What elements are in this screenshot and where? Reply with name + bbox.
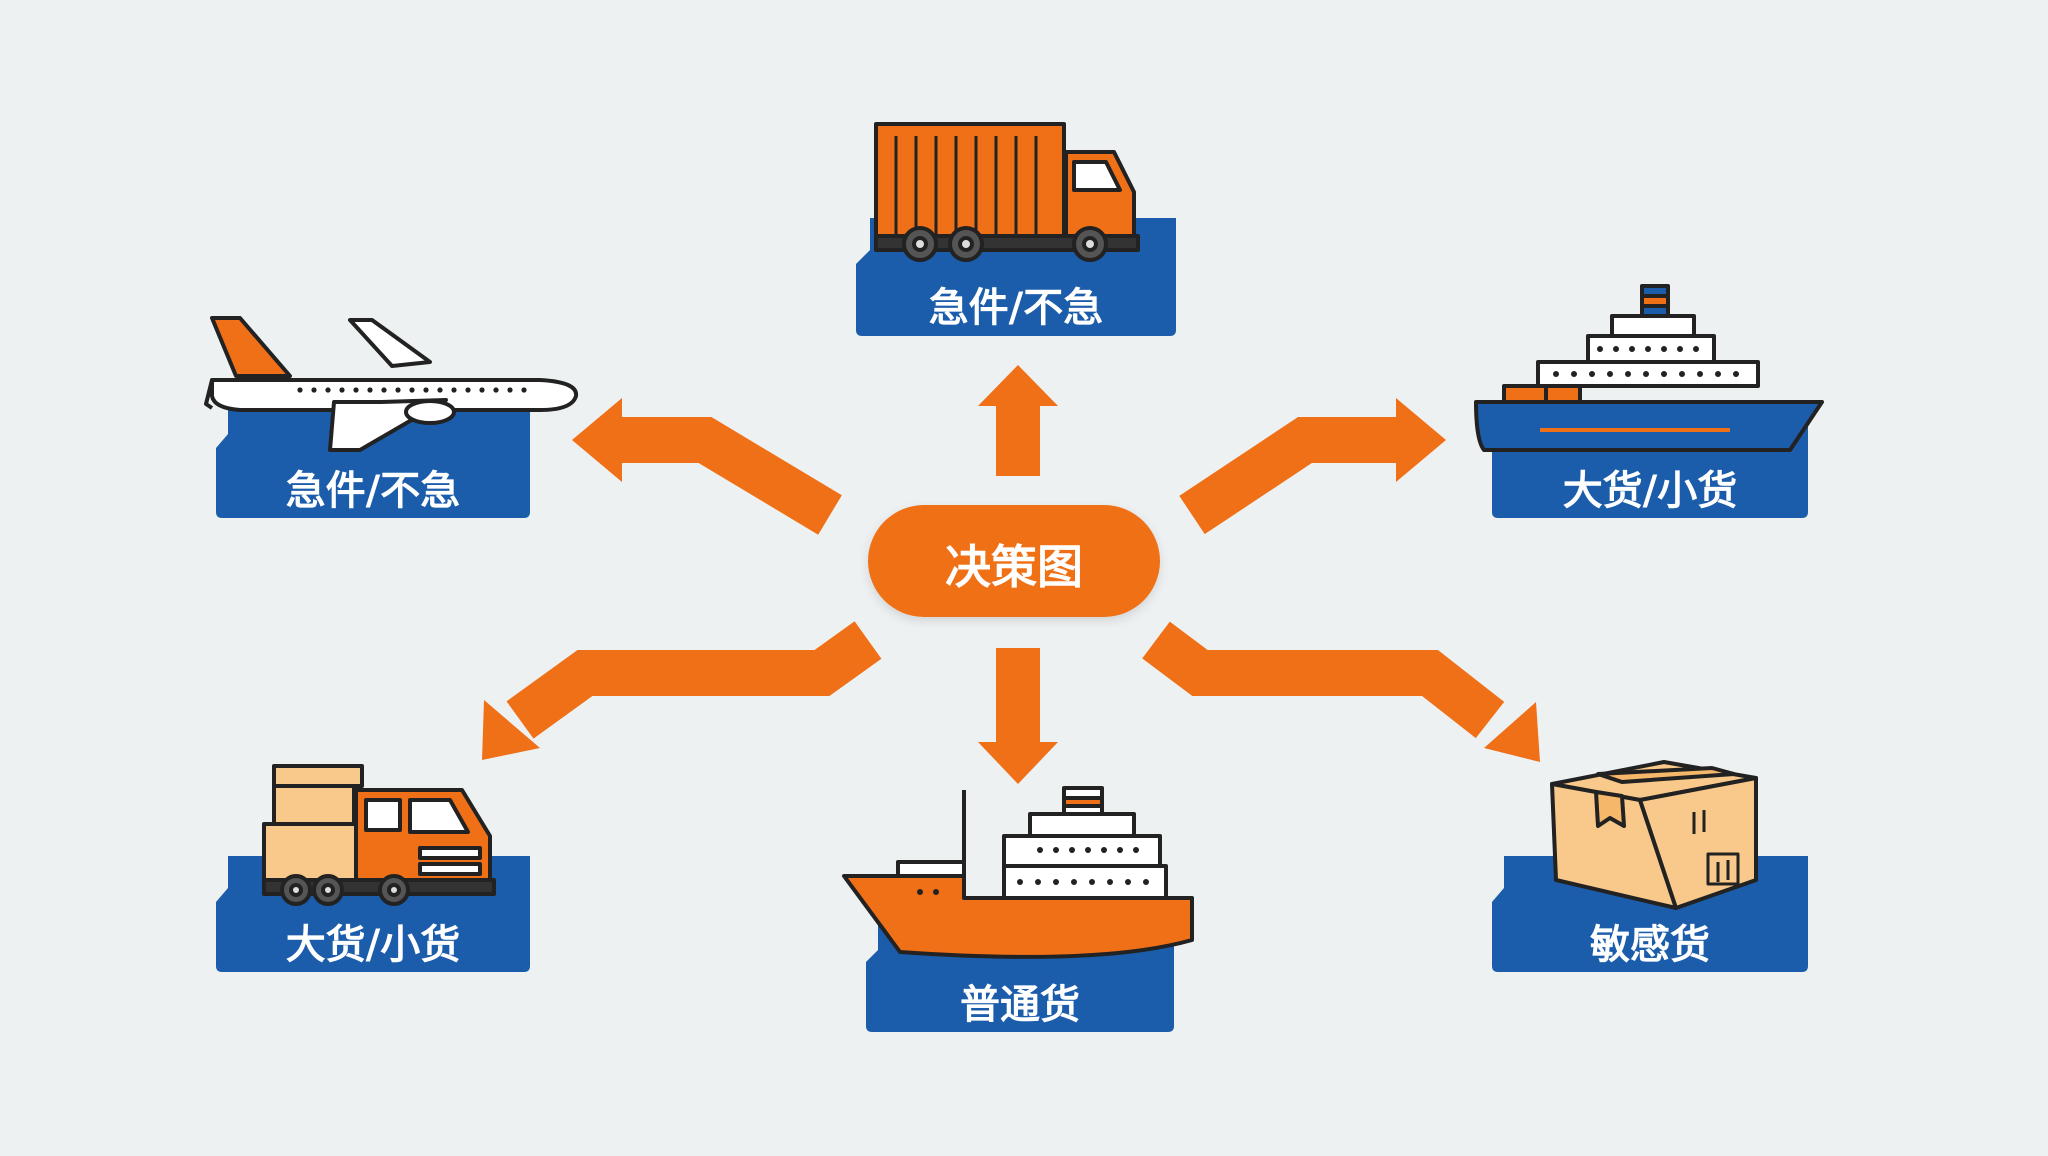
arrow-lower-right: [1142, 621, 1505, 739]
cargo-ship-icon: [1474, 284, 1824, 452]
node-ship-label: 普通货: [960, 982, 1080, 1028]
arrow-lower-right-head: [1484, 702, 1540, 762]
airplane-icon: [204, 316, 579, 452]
package-box-icon: [1550, 760, 1758, 910]
center-node: [868, 505, 1160, 617]
node-box-label: 敏感货: [1590, 922, 1710, 968]
arrow-lower-left-head: [482, 700, 540, 760]
center-node-label: 决策图: [945, 540, 1083, 594]
arrow-upper-right: [1179, 417, 1398, 535]
arrow-lower-left: [506, 621, 882, 739]
label-box-air: [216, 402, 530, 518]
freighter-ship-icon: [842, 786, 1194, 959]
node-air-label: 急件/不急: [285, 468, 461, 514]
node-ship-big-label: 大货/小货: [1562, 468, 1738, 514]
arrow-down: [978, 648, 1058, 784]
node-truck-label: 急件/不急: [928, 285, 1104, 331]
arrow-up: [978, 365, 1058, 476]
node-van-label: 大货/小货: [285, 922, 461, 968]
arrow-upper-left: [612, 417, 842, 535]
delivery-truck-icon: [262, 764, 496, 906]
arrow-upper-left-head: [572, 398, 622, 482]
arrow-upper-right-head: [1396, 398, 1446, 482]
container-truck-icon: [874, 122, 1140, 262]
